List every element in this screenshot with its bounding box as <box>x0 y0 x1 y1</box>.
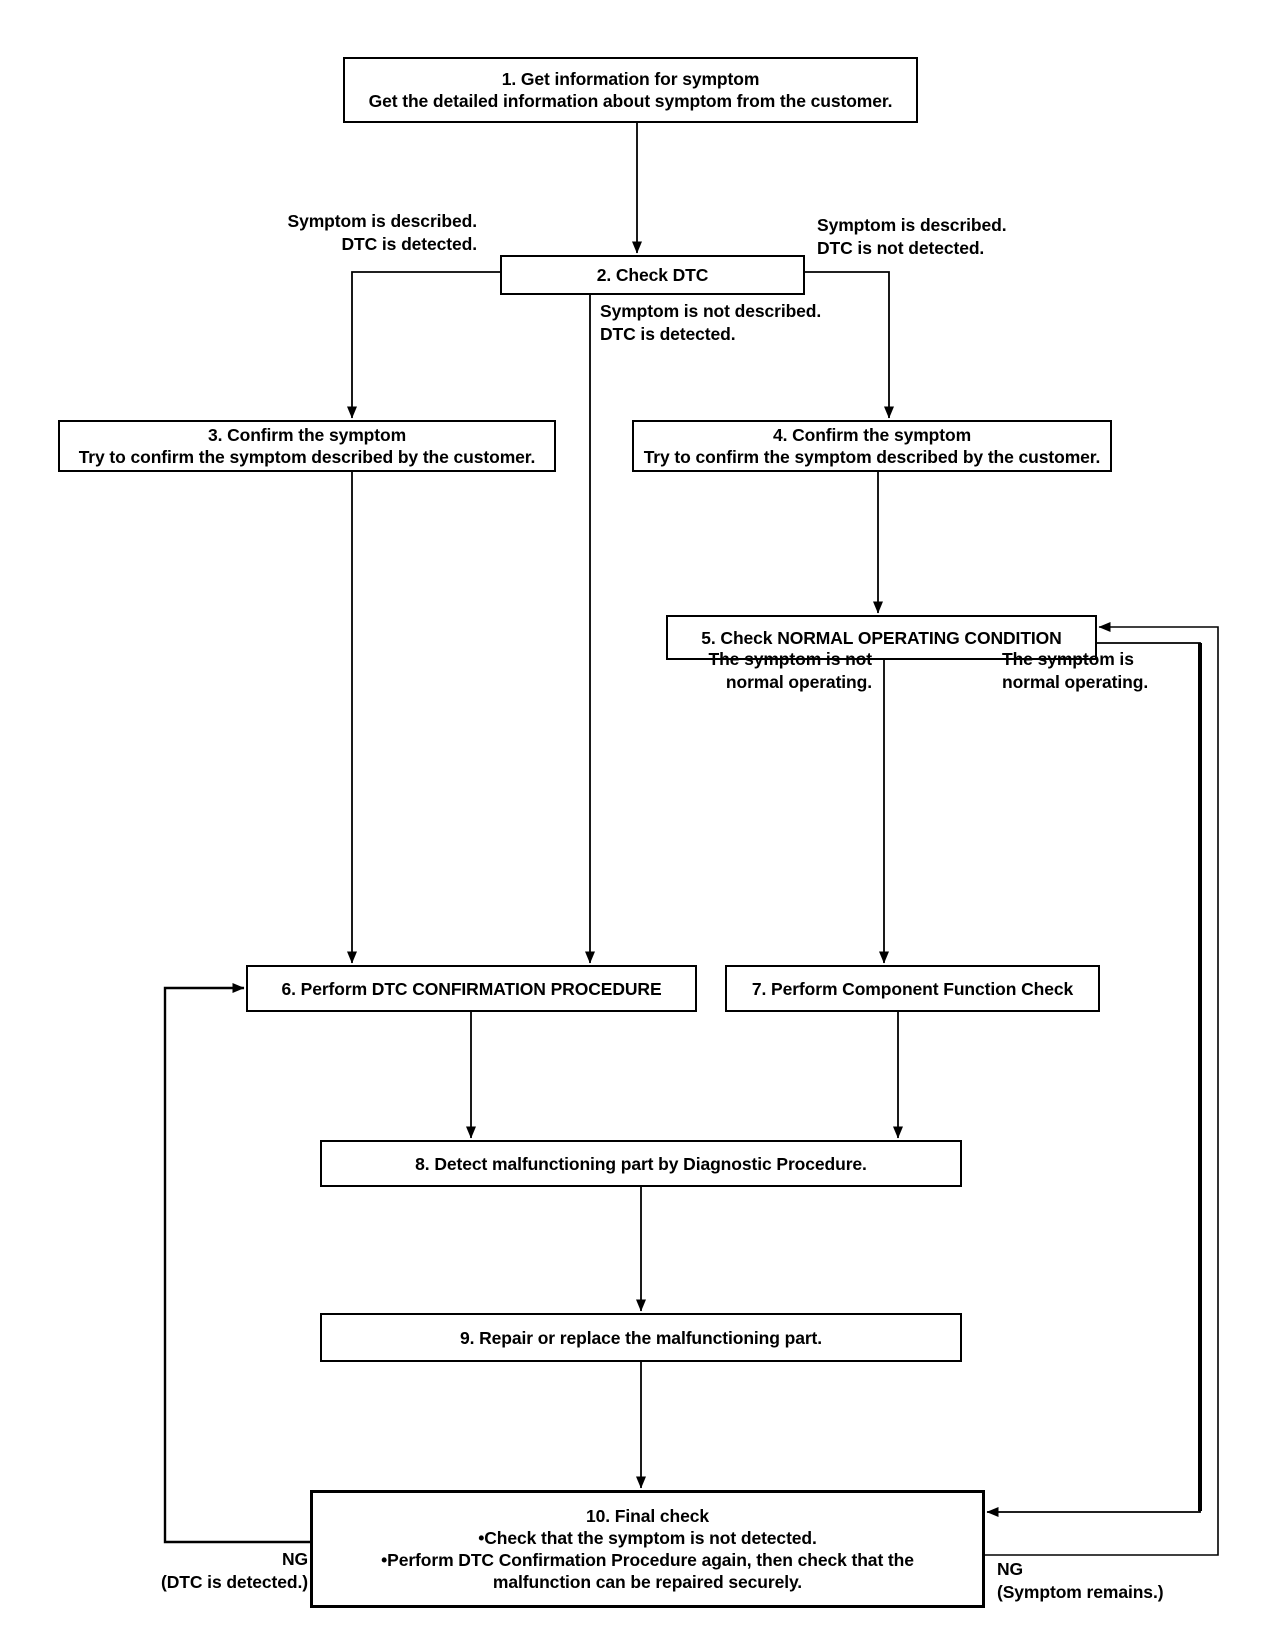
edge-label-symptom-described-dtc-detected: Symptom is described. DTC is detected. <box>287 211 478 254</box>
flow-step-3-confirm-symptom: 3. Confirm the symptom Try to confirm th… <box>58 420 556 472</box>
edge-label-symptom-normal-operating: The symptom is normal operating. <box>1002 649 1149 692</box>
edge-label-symptom-described-dtc-not-detected: Symptom is described. DTC is not detecte… <box>817 215 1007 258</box>
edge-label-ng-symptom-remains: NG (Symptom remains.) <box>997 1559 1164 1602</box>
edge-label-symptom-not-described-dtc-detected: Symptom is not described. DTC is detecte… <box>600 301 822 344</box>
edge-label-symptom-not-normal-operating: The symptom is not normal operating. <box>708 649 873 692</box>
flow-step-10-final-check: 10. Final check •Check that the symptom … <box>310 1490 985 1608</box>
flow-step-9-repair-or-replace: 9. Repair or replace the malfunctioning … <box>320 1313 962 1362</box>
edge-step2-to-step4 <box>805 271 894 419</box>
edge-step10-to-step5-ng-loop <box>985 622 1219 1556</box>
edge-step2-to-step3 <box>347 271 500 419</box>
flow-step-7-component-function-check: 7. Perform Component Function Check <box>725 965 1100 1012</box>
flow-step-8-detect-malfunctioning-part: 8. Detect malfunctioning part by Diagnos… <box>320 1140 962 1187</box>
flow-step-4-confirm-symptom: 4. Confirm the symptom Try to confirm th… <box>632 420 1112 472</box>
edge-step10-to-step6-ng-loop <box>163 983 310 1544</box>
edge-step5-to-step10-normal <box>986 642 1201 1517</box>
flow-step-5-check-normal-operating-condition: 5. Check NORMAL OPERATING CONDITION <box>666 615 1097 660</box>
edge-label-ng-dtc-detected: NG (DTC is detected.) <box>161 1549 308 1592</box>
flow-step-6-dtc-confirmation-procedure: 6. Perform DTC CONFIRMATION PROCEDURE <box>246 965 697 1012</box>
flow-step-2-check-dtc: 2. Check DTC <box>500 255 805 295</box>
flow-step-1-get-information: 1. Get information for symptom Get the d… <box>343 57 918 123</box>
